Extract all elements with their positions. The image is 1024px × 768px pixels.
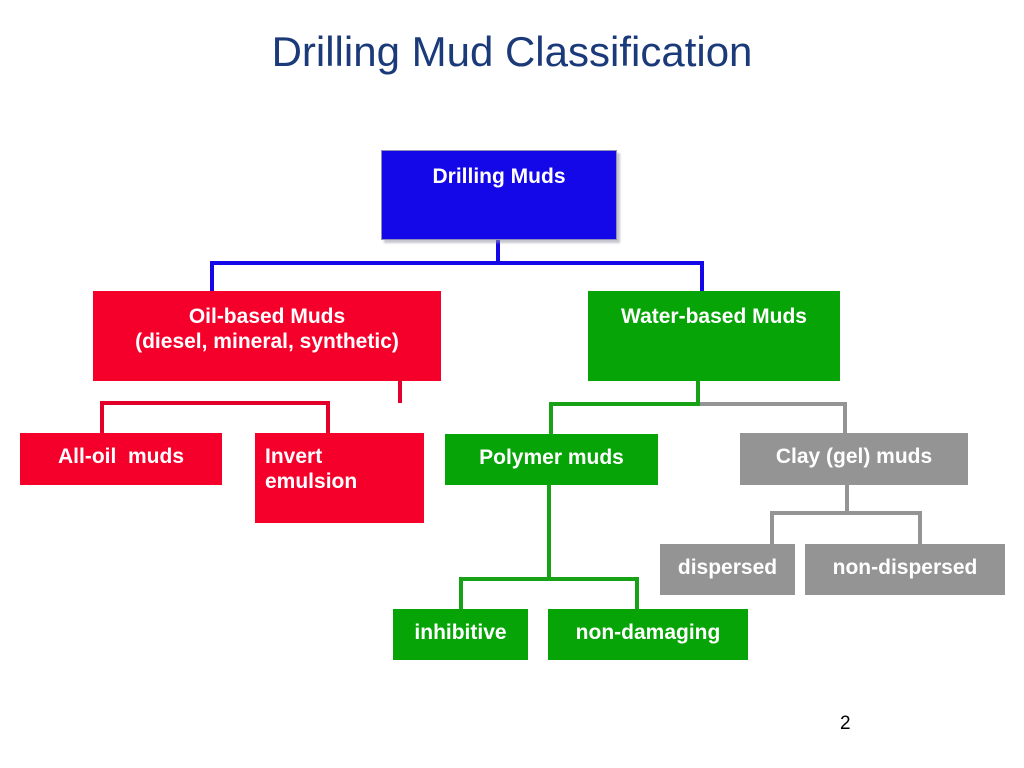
connector-clay-stem: [845, 485, 849, 513]
connector-polymer-crossbar: [459, 577, 639, 581]
connector-oil-to-all-oil: [100, 401, 104, 434]
connector-polymer-stem: [547, 485, 551, 580]
connector-clay-to-non-dispersed: [918, 511, 922, 545]
connector-oil-to-invert: [326, 401, 330, 434]
node-non-dispersed[interactable]: non-dispersed: [805, 544, 1005, 595]
page-title: Drilling Mud Classification: [271, 28, 753, 75]
connector-water-crossbar-right: [700, 402, 847, 406]
node-clay-gel-muds[interactable]: Clay (gel) muds: [740, 433, 968, 485]
node-dispersed[interactable]: dispersed: [660, 544, 795, 595]
connector-clay-to-dispersed: [770, 511, 774, 545]
connector-clay-crossbar: [770, 511, 922, 515]
connector-root-to-water: [700, 261, 704, 293]
connector-water-to-clay: [843, 402, 847, 434]
node-non-damaging[interactable]: non-damaging: [548, 609, 748, 660]
page-number: 2: [840, 713, 851, 734]
connector-water-crossbar-left: [549, 402, 700, 406]
connector-oil-crossbar: [100, 401, 330, 405]
connector-polymer-to-inhibitive: [459, 577, 463, 611]
node-invert-emulsion[interactable]: Invert emulsion: [255, 433, 424, 523]
connector-water-to-polymer: [549, 402, 553, 436]
node-water-based-muds[interactable]: Water-based Muds: [588, 291, 840, 381]
connector-polymer-to-non-damaging: [635, 577, 639, 611]
connector-water-stem: [696, 381, 700, 405]
node-polymer-muds[interactable]: Polymer muds: [445, 434, 658, 485]
node-all-oil-muds[interactable]: All-oil muds: [20, 433, 222, 485]
node-oil-based-muds[interactable]: Oil-based Muds (diesel, mineral, synthet…: [93, 291, 441, 381]
node-inhibitive[interactable]: inhibitive: [393, 609, 528, 660]
connector-root-to-oil: [210, 261, 214, 293]
node-drilling-muds[interactable]: Drilling Muds: [381, 150, 617, 240]
connector-oil-stem: [398, 381, 402, 403]
connector-root-crossbar: [210, 261, 704, 265]
connector-root-stem: [496, 239, 500, 265]
